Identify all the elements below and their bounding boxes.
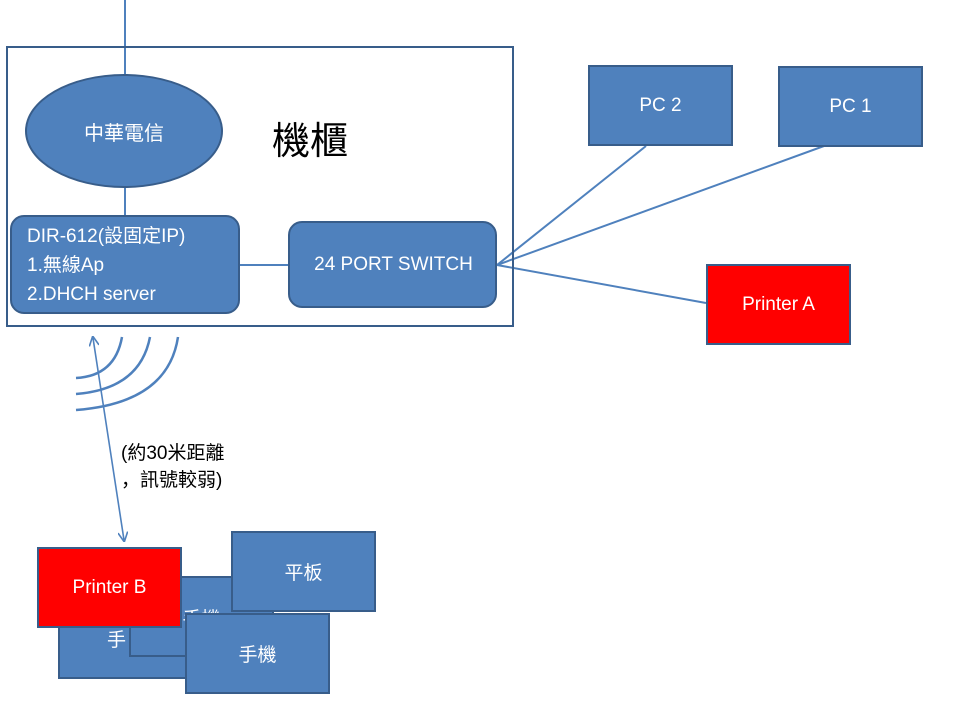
switch-printer-a-line (496, 264, 707, 304)
switch-box: 24 PORT SWITCH (288, 221, 497, 308)
wifi-arc-outer (75, 336, 180, 412)
isp-ellipse: 中華電信 (25, 74, 223, 188)
pc1-label: PC 1 (829, 95, 872, 117)
cabinet-frame (6, 46, 514, 327)
cabinet-label: 機櫃 (272, 119, 349, 163)
switch-label: 24 PORT SWITCH (314, 253, 473, 275)
distance-note-line2: ，訊號較弱) (121, 470, 223, 491)
router-feature-dhcp-text: 2.DHCH server (27, 284, 156, 305)
switch-pc2-line (496, 145, 647, 266)
router-model-text: DIR-612(設固定IP) (27, 226, 186, 247)
wireless-range-arrow (93, 338, 124, 540)
router-feature-ap-text: 1.無線Ap (27, 255, 105, 276)
printer-b-label: Printer B (72, 576, 147, 598)
wifi-arc-middle (75, 336, 152, 396)
tablet-label: 平板 (284, 563, 323, 584)
switch-pc1-line (496, 145, 825, 266)
isp-label: 中華電信 (84, 122, 164, 145)
router-box: DIR-612(設固定IP) 1.無線Ap 2.DHCH server (10, 215, 240, 314)
printer-a-label: Printer A (742, 293, 815, 315)
pc1-box: PC 1 (778, 66, 923, 147)
phone-front-label: 手機 (238, 645, 277, 666)
pc2-box: PC 2 (588, 65, 733, 146)
distance-note-line1: (約30米距離 (121, 443, 225, 464)
printer-a-box: Printer A (706, 264, 851, 345)
tablet-box: 平板 (231, 531, 376, 612)
phone-front-box: 手機 (185, 613, 330, 694)
pc2-label: PC 2 (639, 94, 682, 116)
phone-back-label: 手 (107, 630, 127, 651)
printer-b-box: Printer B (37, 547, 182, 628)
